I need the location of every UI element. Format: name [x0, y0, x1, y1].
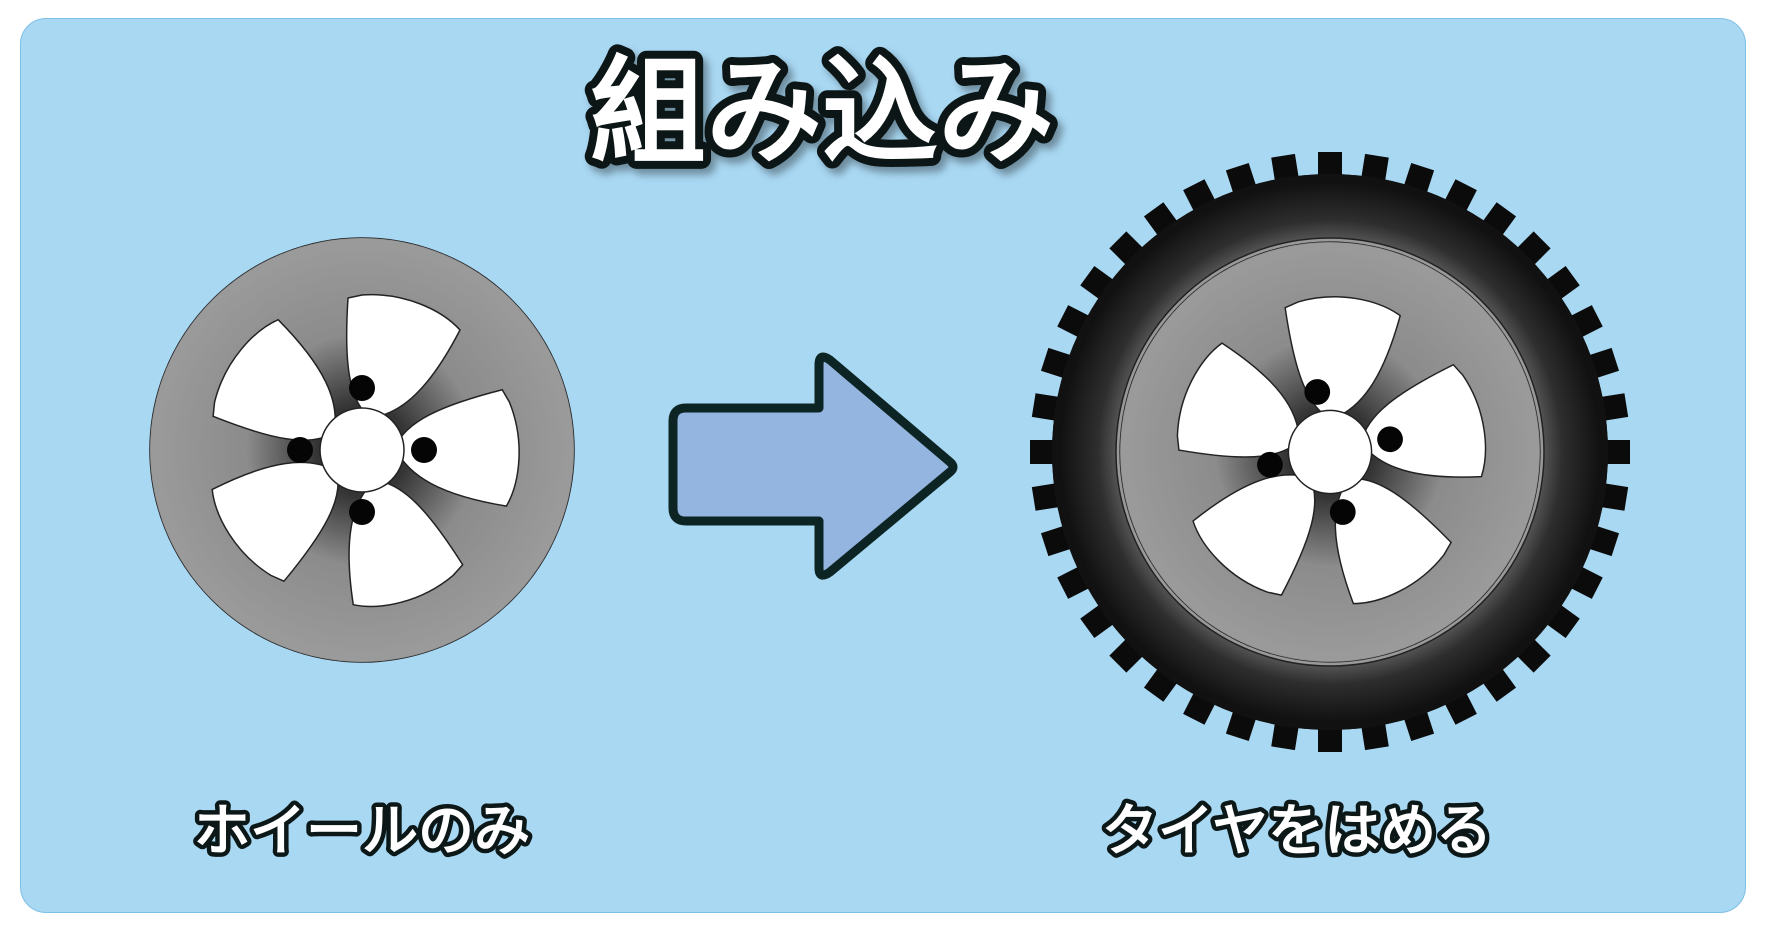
wheel-icon: [150, 238, 574, 662]
page-title: 組み込み: [590, 45, 1054, 180]
caption-wheel-only: ホイールのみ: [194, 799, 530, 864]
arrow-right-icon: [668, 352, 958, 580]
caption-mount-tire: タイヤをはめる: [1102, 799, 1492, 864]
tire-wheel-icon: [1030, 152, 1630, 752]
